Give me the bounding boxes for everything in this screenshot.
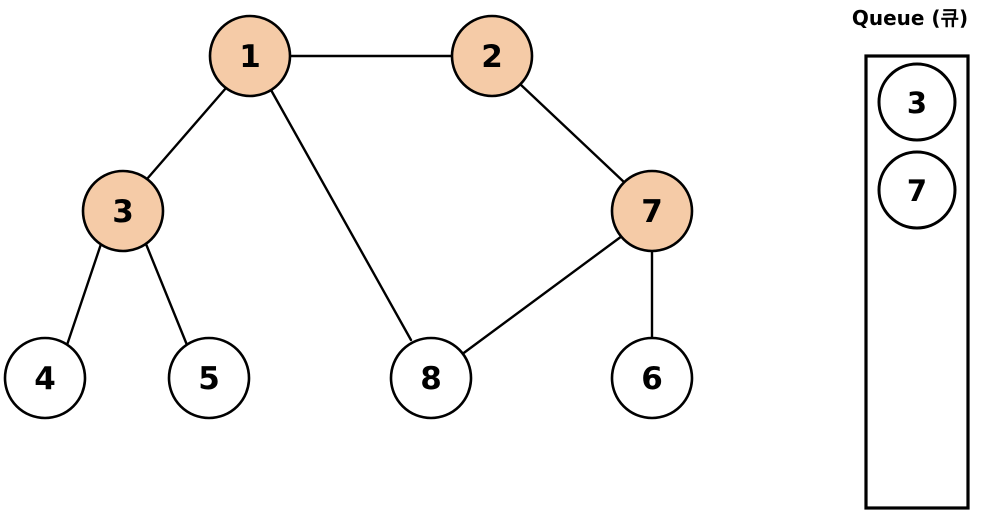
queue-item-circle[interactable] [877,62,957,142]
node-circle-8[interactable] [389,336,473,420]
graph-node-4[interactable]: 4 [3,336,87,420]
node-label-4: 4 [34,361,56,397]
graph-node-1[interactable]: 1 [208,14,292,98]
edge-1-3 [145,86,228,181]
node-label-8: 8 [420,361,442,397]
queue-title: Queue (큐) [852,6,968,30]
node-circle-3[interactable] [81,169,165,253]
node-circle-6[interactable] [610,336,694,420]
node-circle-7[interactable] [610,169,694,253]
node-circle-2[interactable] [450,14,534,98]
node-circle-5[interactable] [167,336,251,420]
queue-item[interactable]: 3 [877,62,957,142]
edge-7-8 [459,234,624,357]
node-label-2: 2 [481,39,503,75]
queue-item[interactable]: 7 [877,150,957,230]
edge-3-4 [65,242,103,347]
node-label-6: 6 [641,361,663,397]
graph-node-6[interactable]: 6 [610,336,694,420]
node-label-1: 1 [239,39,261,75]
queue-item-label: 7 [907,174,927,208]
node-circle-4[interactable] [3,336,87,420]
graph-node-5[interactable]: 5 [167,336,251,420]
edge-3-5 [144,242,189,347]
queue-panel: Queue (큐) 3 7 [852,6,970,510]
graph-node-8[interactable]: 8 [389,336,473,420]
edge-1-8 [269,88,413,342]
queue-item-circle[interactable] [877,150,957,230]
node-label-5: 5 [198,361,220,397]
graph-nodes: 1 2 3 7 4 5 8 6 [3,14,694,420]
node-label-7: 7 [641,194,663,230]
node-circle-1[interactable] [208,14,292,98]
edge-2-7 [518,82,627,185]
graph-node-2[interactable]: 2 [450,14,534,98]
graph-node-7[interactable]: 7 [610,169,694,253]
graph-edges [65,54,654,357]
queue-item-label: 3 [907,86,927,120]
graph-node-3[interactable]: 3 [81,169,165,253]
node-label-3: 3 [112,194,134,230]
